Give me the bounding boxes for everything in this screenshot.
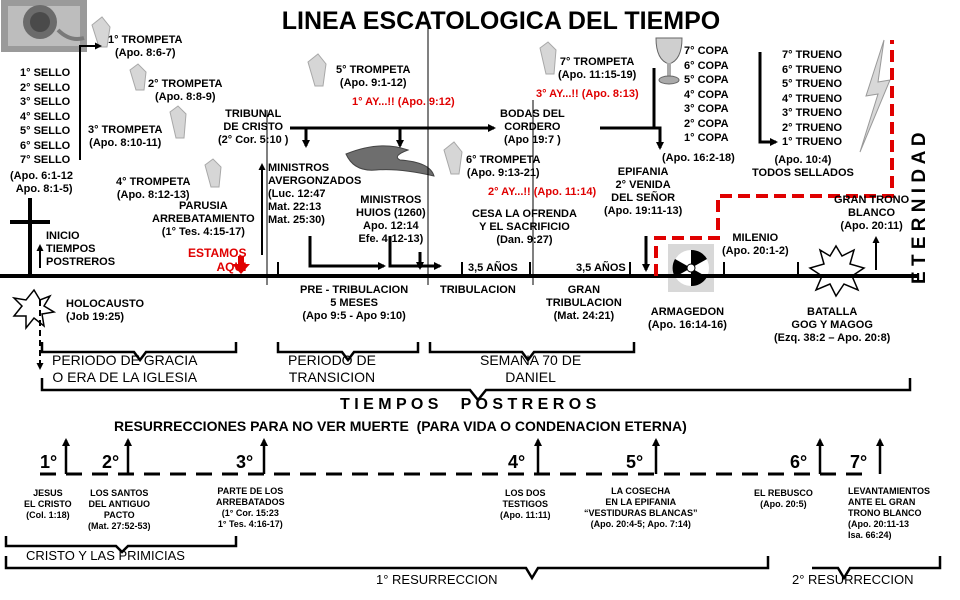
page-title: LINEA ESCATOLOGICA DEL TIEMPO — [281, 7, 721, 35]
batalla-label: BATALLA GOG Y MAGOG (Ezq. 38:2 – Apo. 20… — [774, 306, 891, 344]
timeline-ticks — [277, 262, 799, 276]
armagedon-label: ARMAGEDON (Apo. 16:14-16) — [648, 306, 727, 331]
red-down-arrow — [232, 256, 250, 274]
tribunal-label: TRIBUNAL DE CRISTO (2° Cor. 5:10 ) — [218, 108, 289, 146]
angel-icon-7 — [539, 41, 557, 75]
anos-1: 3,5 AÑOS — [468, 262, 518, 274]
trompeta-1: 1° TROMPETA (Apo. 8:6-7) — [108, 34, 183, 59]
periodo-transicion: PERIODO DE TRANSICION — [288, 352, 376, 385]
trompeta-3: 3° TROMPETA (Apo. 8:10-11) — [88, 124, 163, 149]
red-dashed-path — [654, 40, 894, 276]
trompeta-7: 7° TROMPETA (Apo. 11:15-19) — [558, 56, 637, 81]
res-desc-2: LOS SANTOS DEL ANTIGUO PACTO (Mat. 27:52… — [88, 488, 151, 531]
res-num-6: 6° — [790, 452, 808, 472]
copas-list: 7° COPA 6° COPA 5° COPA 4° COPA 3° COPA … — [684, 45, 729, 144]
res-desc-4: LOS DOS TESTIGOS (Apo. 11:11) — [500, 488, 551, 520]
lightning-icon — [859, 39, 891, 153]
bottom-braces — [4, 536, 942, 581]
tiempos-postreros: T I E M P O S P O S T R E R O S — [340, 396, 597, 413]
res-desc-1: JESUS EL CRISTO (Col. 1:18) — [24, 488, 72, 520]
explosion-icon-holocausto — [11, 288, 57, 331]
epifania-label: EPIFANIA 2° VENIDA DEL SEÑOR (Apo. 19:11… — [604, 166, 683, 217]
angel-icon-5 — [307, 53, 327, 87]
primera-resurreccion: 1° RESURRECCION — [376, 572, 498, 587]
ministros-huios: MINISTROS HUIOS (1260) Apo. 12:14 Efe. 4… — [356, 194, 426, 245]
res-num-7: 7° — [850, 452, 868, 472]
res-num-3: 3° — [236, 452, 254, 472]
res-num-1: 1° — [40, 452, 58, 472]
angel-icon-2 — [129, 63, 147, 91]
pre-tribulacion: PRE - TRIBULACION 5 MESES (Apo 9:5 - Apo… — [300, 284, 409, 322]
resurrecciones-heading: RESURRECCIONES PARA NO VER MUERTE (PARA … — [114, 418, 687, 434]
gran-tribulacion: GRAN TRIBULACION (Mat. 24:21) — [546, 284, 622, 322]
trompeta-4: 4° TROMPETA (Apo. 8:12-13) — [116, 176, 191, 201]
estamos-aqui: ESTAMOS AQUI — [188, 246, 247, 274]
holocausto-label: HOLOCAUSTO (Job 19:25) — [66, 298, 145, 323]
ay-3: 3° AY...!! (Apo. 8:13) — [536, 88, 639, 100]
trompeta-6: 6° TROMPETA (Apo. 9:13-21) — [466, 154, 541, 179]
anos-2: 3,5 AÑOS — [576, 262, 626, 274]
inicio-label: INICIO TIEMPOS POSTREROS — [46, 230, 116, 268]
milenio-label: MILENIO (Apo. 20:1-2) — [722, 232, 789, 257]
trompeta-5: 5° TROMPETA (Apo. 9:1-12) — [336, 64, 411, 89]
eternidad-label: E T E R N I D A D — [909, 132, 930, 284]
trompeta-2: 2° TROMPETA (Apo. 8:8-9) — [148, 78, 223, 103]
res-num-2: 2° — [102, 452, 120, 472]
cup-icon — [655, 37, 683, 85]
ay-2: 2° AY...!! (Apo. 11:14) — [488, 186, 597, 198]
res-num-5: 5° — [626, 452, 644, 472]
bodas-label: BODAS DEL CORDERO (Apo 19:7 ) — [500, 108, 565, 146]
radiation-icon — [668, 244, 714, 292]
res-desc-5: LA COSECHA EN LA EPIFANIA “VESTIDURAS BL… — [584, 486, 698, 529]
parusia-label: PARUSIA ARREBATAMIENTO (1° Tes. 4:15-17) — [152, 200, 255, 238]
seal-image — [1, 0, 87, 52]
sellos-ref: (Apo. 6:1-12 Apo. 8:1-5) — [10, 170, 73, 195]
angel-icon-3 — [169, 105, 187, 139]
truenos-list: 7° TRUENO 6° TRUENO 5° TRUENO 4° TRUENO … — [782, 49, 843, 148]
segunda-resurreccion: 2° RESURRECCION — [792, 572, 914, 587]
explosion-icon-gog — [808, 244, 866, 298]
res-desc-3: PARTE DE LOS ARREBATADOS (1° Cor. 15:23 … — [216, 486, 285, 529]
phase-separators — [266, 22, 534, 285]
ministros-avergonzados: MINISTROS AVERGONZADOS (Luc. 12:47 Mat. … — [268, 162, 362, 226]
res-desc-6: EL REBUSCO (Apo. 20:5) — [754, 488, 813, 509]
period-braces — [40, 342, 912, 403]
cristo-primicias: CRISTO Y LAS PRIMICIAS — [26, 548, 185, 563]
resurrection-arrows — [62, 438, 884, 474]
cesa-ofrenda: CESA LA OFRENDA Y EL SACRIFICIO (Dan. 9:… — [472, 208, 577, 246]
tribulacion-label: TRIBULACION — [440, 284, 516, 296]
angel-icon-4 — [204, 158, 222, 188]
sellos-list: 1° SELLO 2° SELLO 3° SELLO 4° SELLO 5° S… — [20, 67, 71, 166]
res-num-4: 4° — [508, 452, 526, 472]
truenos-ref: (Apo. 10:4) TODOS SELLADOS — [752, 154, 854, 179]
angel-icon-6 — [443, 141, 463, 175]
semana-70: SEMANA 70 DE DANIEL — [480, 352, 582, 385]
copas-ref: (Apo. 16:2-18) — [662, 152, 735, 164]
ay-1: 1° AY...!! (Apo. 9:12) — [352, 96, 455, 108]
cross-icon — [10, 198, 50, 276]
res-desc-7: LEVANTAMIENTOS ANTE EL GRAN TRONO BLANCO… — [848, 486, 931, 540]
gran-trono-label: GRAN TRONO BLANCO (Apo. 20:11) — [834, 194, 910, 232]
periodo-gracia: PERIODO DE GRACIA O ERA DE LA IGLESIA — [52, 352, 198, 385]
